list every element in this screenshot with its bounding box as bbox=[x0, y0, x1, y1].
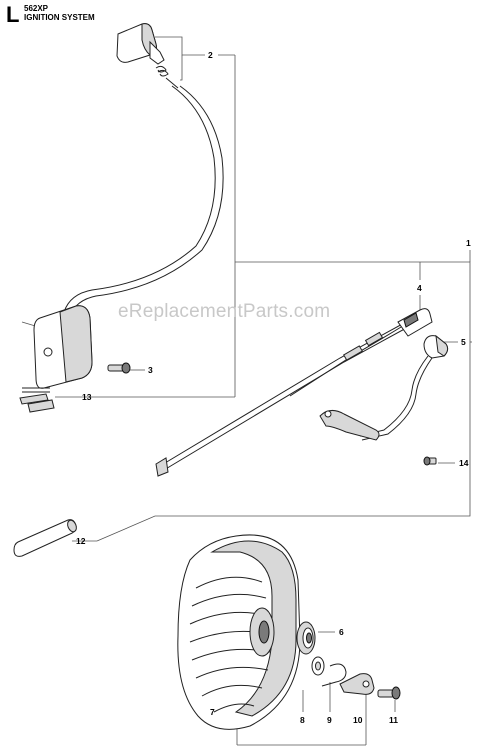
high-tension-lead bbox=[63, 85, 224, 317]
ignition-module bbox=[22, 305, 93, 399]
callout-1: 1 bbox=[466, 238, 471, 248]
callout-12: 12 bbox=[76, 536, 86, 546]
spark-plug-cap bbox=[116, 23, 165, 65]
callout-11: 11 bbox=[389, 715, 398, 725]
starter-pawl bbox=[339, 673, 375, 695]
watermark-text: eReplacementParts.com bbox=[118, 301, 331, 322]
module-screw bbox=[107, 362, 131, 374]
callout-8: 8 bbox=[300, 715, 305, 725]
section-title: IGNITION SYSTEM bbox=[24, 13, 95, 22]
callout-6: 6 bbox=[339, 627, 344, 637]
washer bbox=[311, 656, 325, 676]
insulator-plates bbox=[19, 393, 49, 405]
wire-connector bbox=[397, 308, 433, 337]
callout-9: 9 bbox=[327, 715, 332, 725]
callout-14: 14 bbox=[459, 458, 469, 468]
model-number: 562XP bbox=[24, 4, 49, 13]
cap-spring bbox=[155, 65, 179, 89]
callout-7: 7 bbox=[210, 707, 215, 717]
wiring-harness bbox=[155, 321, 411, 477]
spacer-pieces bbox=[27, 399, 55, 413]
bracket-screw bbox=[423, 456, 437, 466]
starter-pawl-carrier bbox=[296, 621, 316, 655]
flywheel bbox=[177, 534, 301, 730]
section-letter: L bbox=[6, 2, 20, 27]
pawl-spring bbox=[321, 663, 347, 687]
switch-bracket bbox=[319, 410, 380, 441]
callout-numbers: 1 2 3 4 5 6 7 8 9 10 11 12 13 14 bbox=[76, 50, 471, 725]
callout-4: 4 bbox=[417, 283, 422, 293]
callout-10: 10 bbox=[353, 715, 363, 725]
dowel-pin bbox=[13, 519, 77, 557]
callout-5: 5 bbox=[461, 337, 466, 347]
stop-switch bbox=[359, 334, 449, 441]
callout-3: 3 bbox=[148, 365, 153, 375]
callout-2: 2 bbox=[208, 50, 213, 60]
callout-13: 13 bbox=[82, 392, 92, 402]
shoulder-screw bbox=[377, 686, 401, 700]
